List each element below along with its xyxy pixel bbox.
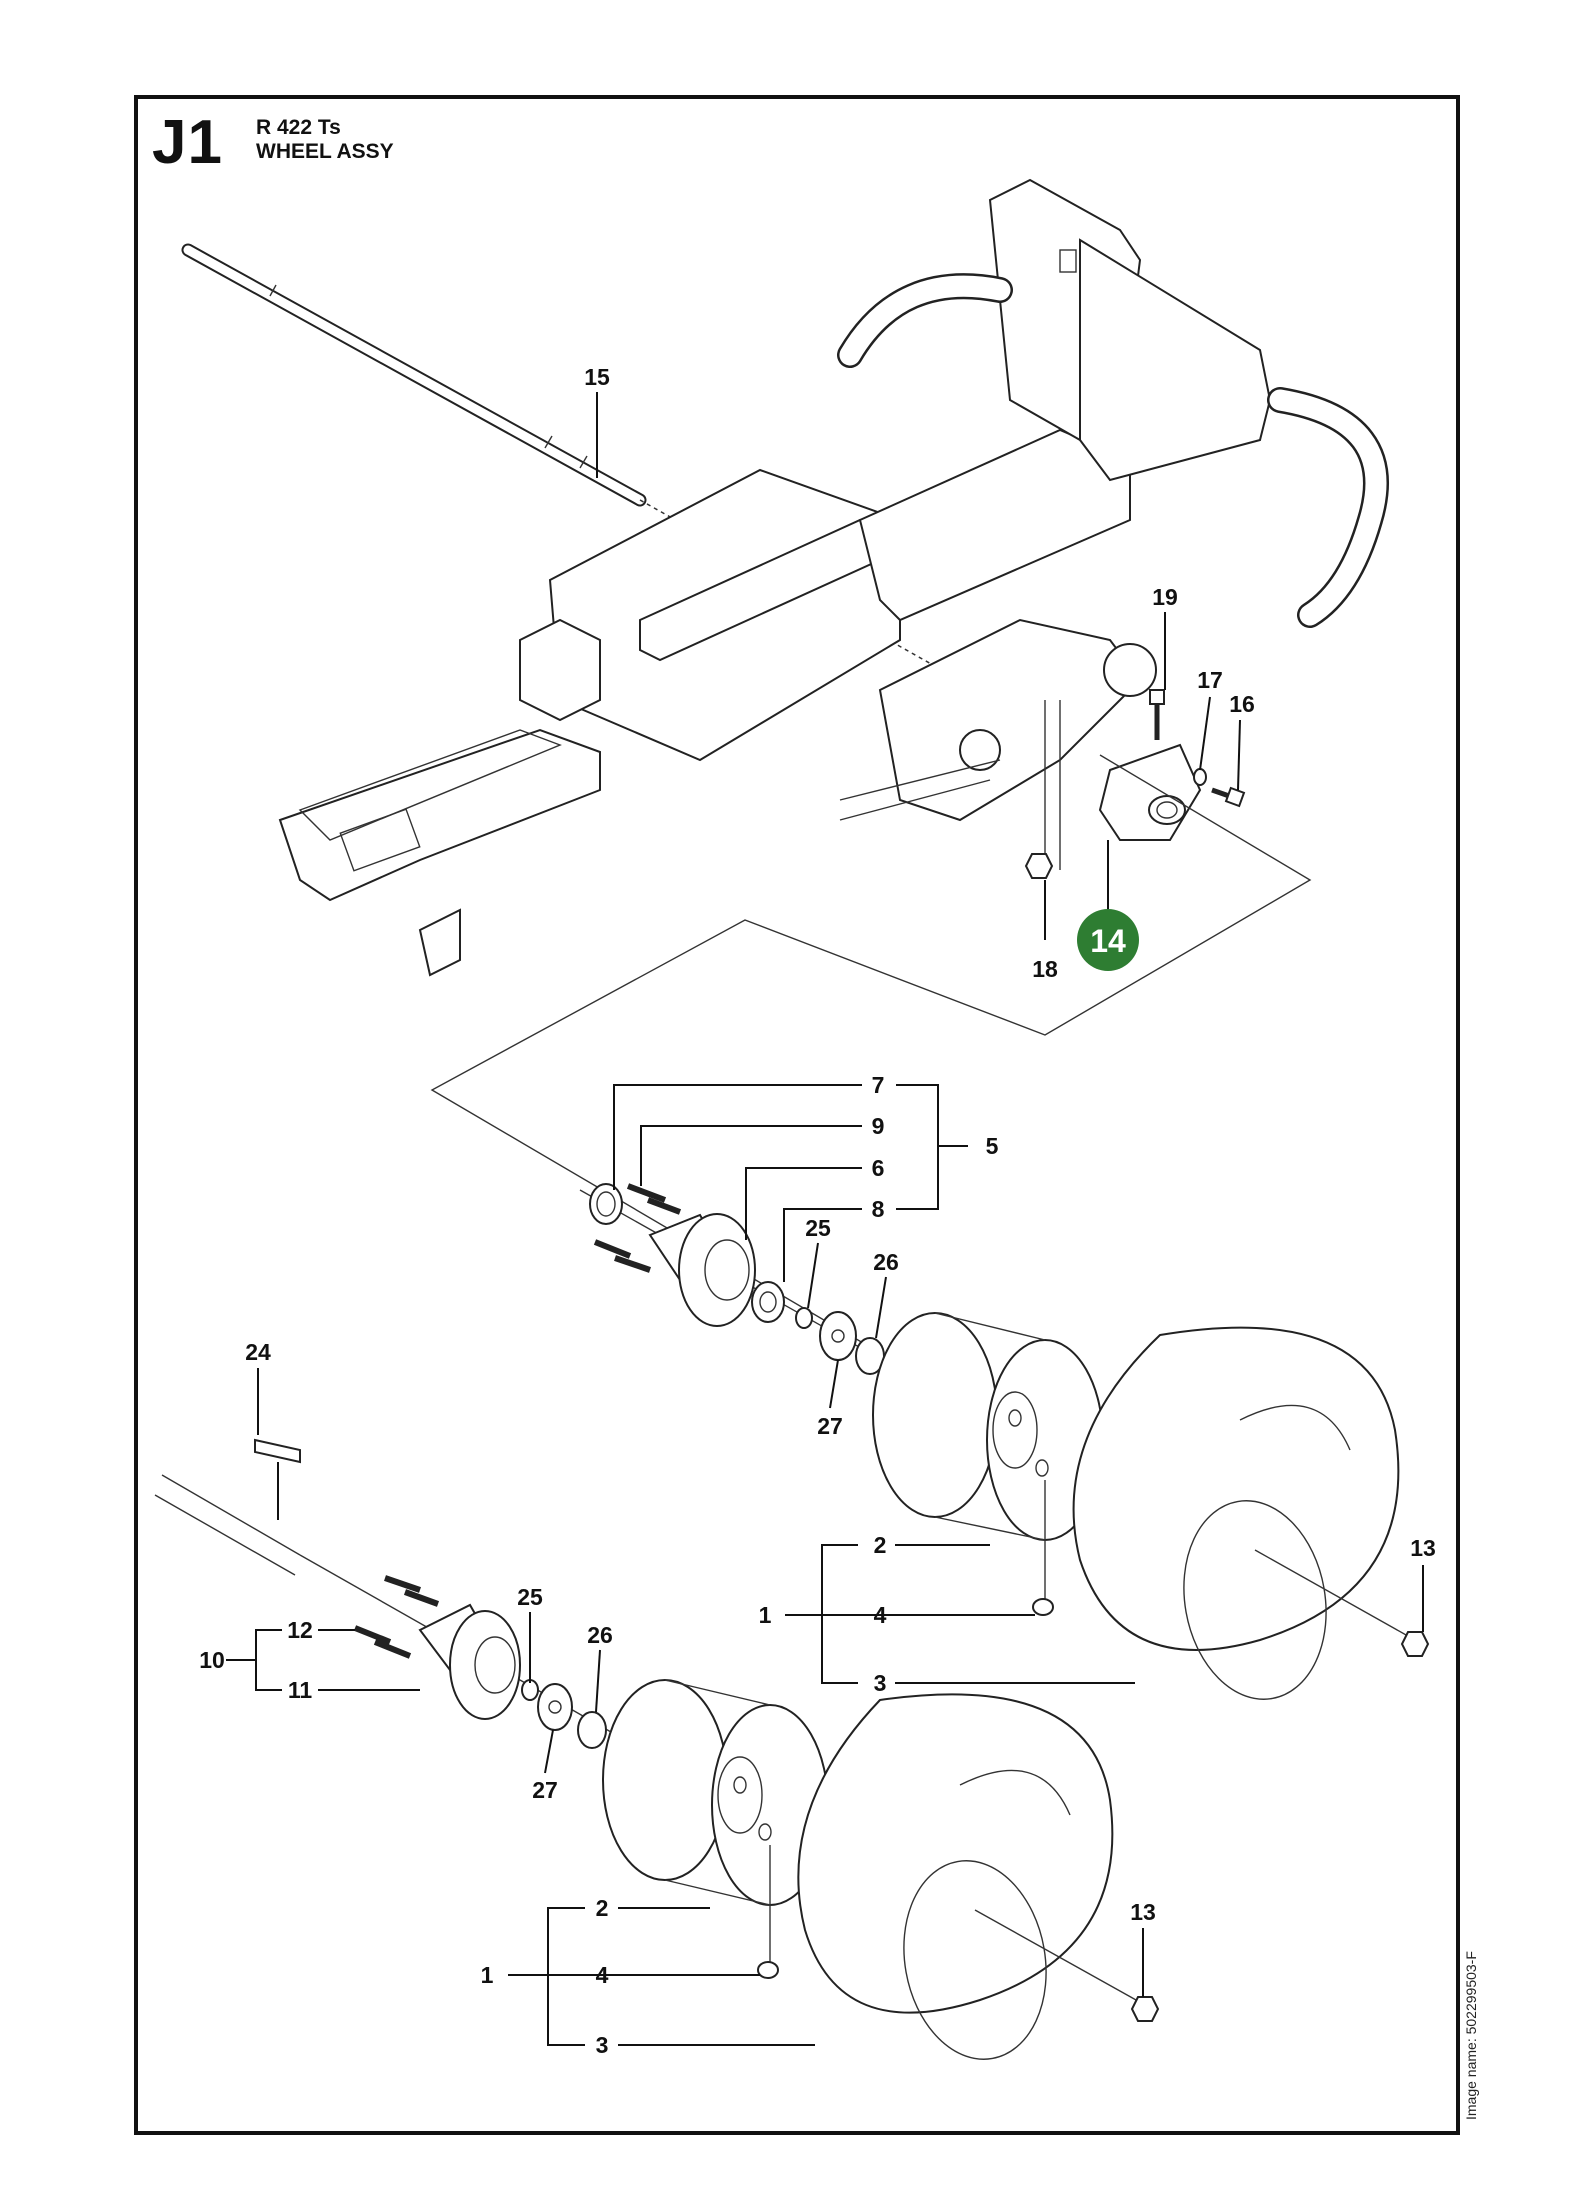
page-frame [134,95,1460,2135]
lower-tire [797,1693,1114,2060]
callout-2-upper: 2 [874,1532,887,1558]
callout-11: 11 [288,1677,313,1703]
leader-lines [226,392,1424,2046]
callout-10: 10 [199,1647,225,1673]
callout-4-upper: 4 [874,1602,887,1628]
upper-lug-nut [1254,1549,1430,1657]
assembly-plane-outline [430,754,1312,1486]
lower-hub-parts [353,1575,607,1749]
nut-18 [1024,853,1054,879]
callout-25-upper: 25 [805,1215,831,1241]
upper-rim [872,1312,1104,1541]
callout-8: 8 [872,1196,885,1222]
upper-hub-callouts: 7 9 6 8 5 25 26 27 [805,1072,998,1439]
callout-27-upper: 27 [817,1413,843,1439]
callout-1-upper: 1 [759,1602,772,1628]
model-name: R 422 Ts [256,116,341,139]
callout-27-lower: 27 [532,1777,558,1803]
lower-valve [757,1845,779,1979]
upper-hub-parts [579,1183,1061,1461]
callout-9: 9 [872,1113,885,1139]
callout-13-upper: 13 [1410,1535,1436,1561]
lower-hub-callouts: 24 12 10 11 25 26 27 [199,1339,613,1803]
callout-7: 7 [872,1072,885,1098]
washer-17 [1193,768,1207,786]
bolt-19 [1149,689,1165,740]
lower-lug-nut [974,1909,1160,2022]
chassis-frame [278,178,1389,977]
callout-13-lower: 13 [1130,1899,1156,1925]
page-code: J1 [152,108,223,177]
callout-26-upper: 26 [873,1249,899,1275]
upper-valve [1032,1480,1054,1616]
callout-14-highlight [1077,909,1139,971]
callout-16: 16 [1229,691,1255,717]
callout-4-lower: 4 [596,1962,609,1988]
steering-shaft [181,243,647,507]
callout-3-upper: 3 [874,1670,887,1696]
callout-15: 15 [584,364,610,390]
key-24 [254,1438,301,1464]
upper-wheel-callouts: 2 1 4 3 13 [759,1532,1436,1696]
axle-bracket [1044,700,1202,870]
callout-24: 24 [245,1339,271,1365]
callout-19: 19 [1152,584,1178,610]
callout-1-lower: 1 [481,1962,494,1988]
callout-26-lower: 26 [587,1622,613,1648]
callout-12: 12 [287,1617,313,1643]
callout-3-lower: 3 [596,2032,609,2058]
upper-tire [1072,1326,1400,1700]
callout-2-lower: 2 [596,1895,609,1921]
lower-rim [602,1679,829,1906]
callout-5: 5 [986,1133,999,1159]
lower-wheel-callouts: 2 1 4 3 13 [481,1895,1156,2058]
callout-14: 14 [1090,923,1126,959]
callout-6: 6 [872,1155,885,1181]
frame-callouts: 15 19 17 16 18 14 [584,364,1255,982]
callout-25-lower: 25 [517,1584,543,1610]
callout-18: 18 [1032,956,1058,982]
callout-17: 17 [1197,667,1223,693]
assembly-title: WHEEL ASSY [256,140,394,163]
bolt-16 [1211,786,1246,808]
